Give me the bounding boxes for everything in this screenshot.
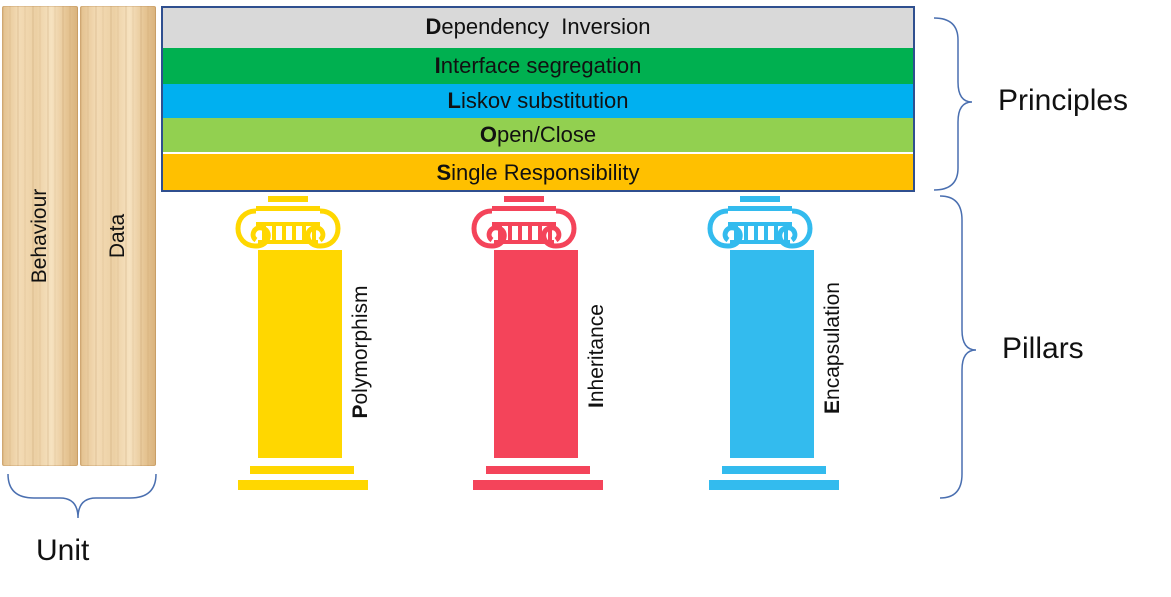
unit-brace <box>7 473 157 519</box>
pillar-label-polymorphism: Polymorphism <box>349 285 373 418</box>
behaviour-plank: Behaviour <box>2 6 78 466</box>
principle-text: pen/Close <box>497 122 597 147</box>
pillar-initial: E <box>821 399 844 414</box>
pillar-initial: I <box>585 402 608 408</box>
pillar-initial: P <box>349 404 372 419</box>
pillar-text: olymorphism <box>349 285 372 405</box>
principle-initial: O <box>479 122 498 147</box>
principle-text: nterface segregation <box>440 53 642 78</box>
principle-text: iskov substitution <box>460 88 629 113</box>
pillar-text: ncapsulation <box>821 282 844 400</box>
principle-initial: I <box>434 53 441 78</box>
principle-initial: L <box>447 88 461 113</box>
pillar-label-inheritance: Inheritance <box>585 304 609 408</box>
unit-label: Unit <box>36 534 90 567</box>
principles-label: Principles <box>998 84 1129 117</box>
pillar-encapsulation <box>707 196 839 490</box>
principle-initial: S <box>436 160 452 185</box>
principle-text: ingle Responsibility <box>451 160 640 185</box>
pillar-text: nheritance <box>585 304 608 403</box>
data-plank: Data <box>80 6 156 466</box>
pillars-label: Pillars <box>1002 332 1084 365</box>
pillars-brace <box>939 195 977 499</box>
principle-initial: D <box>425 14 442 39</box>
pillar-label-encapsulation: Encapsulation <box>821 282 845 414</box>
pillar-polymorphism <box>235 196 368 490</box>
principle-text: ependency Inversion <box>441 14 651 39</box>
pillar-inheritance <box>471 196 603 490</box>
principles-brace <box>933 17 973 191</box>
